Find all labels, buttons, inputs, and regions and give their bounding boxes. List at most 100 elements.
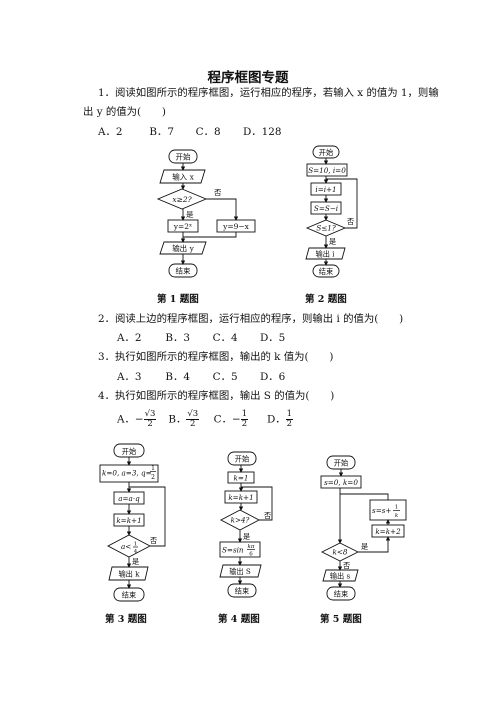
fig4-calc-num: kπ	[248, 544, 255, 550]
q4-option-a-num: √3	[143, 409, 157, 420]
fig4-calc: S=sin	[222, 546, 244, 555]
fig5-output: 输出 s	[330, 572, 351, 581]
fig1-input: 输入 x	[172, 172, 194, 182]
q1-option-d: D．128	[242, 126, 282, 138]
fig2-step1: i=i+1	[315, 185, 336, 194]
fig5-yes: 是	[361, 542, 368, 551]
fig3-init: k=0, a=3, q=	[102, 469, 152, 478]
fig2-caption: 第 2 题图	[305, 294, 347, 305]
fig3-end: 结束	[122, 591, 136, 600]
q2-text: 2．阅读上边的程序框图，运行相应的程序，则输出 i 的值为( )	[98, 313, 404, 325]
fig4-caption: 第 4 题图	[218, 614, 260, 625]
q2-options: A．2 B．3 C．4 D．5	[117, 332, 285, 345]
q4-text: 4．执行如图所示的程序框图，输出 S 的值为( )	[98, 390, 335, 402]
fig5-no: 否	[343, 561, 350, 570]
fig3-cond: a<	[121, 542, 131, 551]
q4-option-c-num: 1	[240, 409, 249, 420]
fig2-step2: S=S−i	[314, 204, 338, 213]
fig2-output: 输出 i	[316, 250, 336, 259]
fig5-body2: k=k+2	[375, 527, 401, 536]
fig4-output: 输出 S	[229, 567, 251, 576]
fig4-cond: k>4?	[231, 516, 250, 525]
fig3-start: 开始	[122, 447, 136, 456]
q3-option-d: D．6	[259, 371, 286, 383]
fig4-end: 结束	[235, 587, 249, 596]
q1-line1: 1．阅读如图所示的程序框图，运行相应的程序，若输入 x 的值为 1，则输	[98, 87, 439, 99]
fig3-caption: 第 3 题图	[105, 614, 147, 625]
q3-option-c: C．5	[212, 371, 238, 383]
fig3-yes: 是	[132, 557, 139, 566]
q4-option-a-den: 2	[147, 419, 153, 429]
q4-option-d-num: 1	[285, 409, 294, 420]
fig1-caption: 第 1 题图	[157, 294, 199, 305]
fig1-cond: x≥2?	[172, 195, 192, 204]
fig3-init-den: 2	[151, 474, 155, 481]
q1-option-b: B．7	[149, 126, 174, 138]
flowchart-fig4: 开始 k=1 k=k+1 k>4? 否 是 S=sin kπ 6 输出 S 结束	[219, 451, 273, 598]
flowchart-fig5: 开始 s=0, k=0 k<8 是 否 s=s+ 1 k k=k+2 输出 s …	[320, 455, 407, 601]
fig4-calc-den: 6	[249, 552, 253, 558]
q1-option-c: C．8	[195, 126, 221, 138]
fig3-cond-den: 4	[134, 549, 138, 555]
fig3-output: 输出 k	[118, 570, 140, 579]
q3-option-b: B．4	[165, 371, 190, 383]
fig2-cond: S≤1?	[316, 224, 336, 233]
fig2-end: 结束	[319, 267, 333, 276]
fig4-init: k=1	[234, 474, 249, 483]
q3-options: A．3 B．4 C．5 D．6	[117, 371, 285, 384]
fig3-cond-num: 1	[134, 542, 138, 548]
fig1-end: 结束	[176, 266, 191, 276]
fig4-step1: k=k+1	[228, 493, 253, 502]
q2-option-c: C．4	[212, 332, 238, 344]
fig5-body1-den: k	[395, 513, 399, 519]
q2-option-d: D．5	[259, 332, 286, 344]
fig1-no-box: y=9−x	[222, 222, 250, 231]
fig1-yes: 是	[186, 210, 194, 219]
fig3-step1: a=a·q	[118, 494, 140, 503]
q4-option-b-den: 2	[190, 419, 196, 429]
fig3-step2: k=k+1	[116, 516, 141, 525]
fig2-yes: 是	[329, 237, 336, 246]
q4-option-c-sign: −	[231, 413, 241, 426]
fig4-start: 开始	[235, 455, 249, 464]
fig5-caption: 第 5 题图	[320, 614, 362, 625]
q4-option-d-label: D．	[266, 413, 286, 426]
q4-option-a-label: A．	[117, 413, 135, 426]
fig2-init: S=10, i=0	[308, 166, 346, 175]
fig5-init: s=0, k=0	[324, 478, 358, 487]
fig2-no: 否	[347, 217, 354, 226]
fig1-start: 开始	[176, 152, 191, 162]
fig1-output: 输出 y	[172, 243, 194, 253]
fig1-yes-box: y=2ˣ	[173, 222, 192, 231]
q4-option-b-label: B．	[168, 413, 187, 426]
page-title: 程序框图专题	[207, 70, 289, 86]
q4-option-d-den: 2	[286, 419, 293, 429]
fig5-end: 结束	[334, 590, 348, 599]
q3-text: 3．执行如图所示的程序框图，输出的 k 值为( )	[98, 351, 334, 363]
q2-option-a: A．2	[117, 332, 142, 344]
q4-option-c-den: 2	[241, 419, 248, 429]
flowchart-fig1: 开始 输入 x x≥2? 否 是 y=2ˣ y=9−x 输出 y 结束	[156, 149, 256, 278]
fig5-body1: s=s+	[372, 506, 391, 515]
q4-option-c-label: C．	[213, 413, 232, 426]
fig2-start: 开始	[319, 148, 333, 157]
q1-option-a: A．2	[98, 126, 123, 138]
q2-option-b: B．3	[165, 332, 190, 344]
q4-option-a-sign: −	[134, 413, 144, 426]
fig5-start: 开始	[334, 459, 348, 468]
q1-line2: 出 y 的值为( )	[83, 106, 166, 118]
fig5-body1-num: 1	[395, 505, 399, 511]
q1-options: A．2 B．7 C．8 D．128	[98, 126, 282, 139]
flowchart-fig2: 开始 S=10, i=0 i=i+1 S=S−i S≤1? 否 是 输出 i 结…	[305, 145, 358, 278]
fig3-no: 否	[150, 536, 157, 545]
fig3-init-num: 1	[151, 465, 155, 472]
